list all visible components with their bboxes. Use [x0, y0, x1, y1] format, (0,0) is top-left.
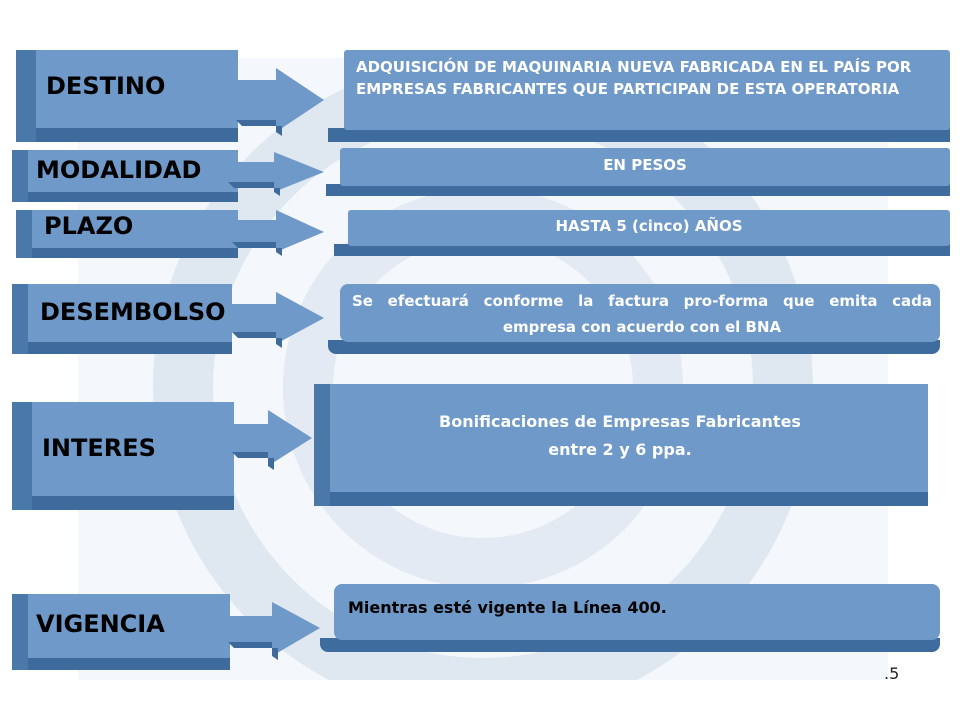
label-block-modalidad: MODALIDAD: [12, 150, 238, 202]
value-box-vigencia: Mientras esté vigente la Línea 400.: [320, 584, 940, 652]
arrow-right-icon: [236, 68, 324, 136]
arrow-right-icon: [232, 292, 324, 348]
value-box-desembolso: Se efectuará conforme la factura pro-for…: [328, 284, 940, 354]
value-box-modalidad: EN PESOS: [326, 148, 950, 196]
value-box-plazo: HASTA 5 (cinco) AÑOS: [334, 210, 950, 256]
arrow-right-icon: [232, 210, 324, 256]
arrow-right-icon: [228, 602, 320, 660]
label-block-plazo: PLAZO: [16, 210, 238, 258]
value-interes-line2: entre 2 y 6 ppa.: [548, 440, 692, 459]
label-modalidad: MODALIDAD: [36, 156, 202, 184]
value-desembolso: Se efectuará conforme la factura pro-for…: [352, 292, 932, 336]
value-box-interes: Bonificaciones de Empresas Fabricantes e…: [314, 384, 928, 506]
value-interes-line1: Bonificaciones de Empresas Fabricantes: [439, 412, 801, 431]
label-desembolso: DESEMBOLSO: [40, 298, 226, 326]
label-plazo: PLAZO: [44, 212, 134, 240]
label-block-destino: DESTINO: [16, 50, 238, 142]
label-block-desembolso: DESEMBOLSO: [12, 284, 232, 354]
page-number: .5: [884, 664, 900, 683]
value-vigencia: Mientras esté vigente la Línea 400.: [348, 598, 667, 617]
value-plazo: HASTA 5 (cinco) AÑOS: [555, 217, 743, 235]
arrow-right-icon: [232, 410, 312, 470]
label-block-interes: INTERES: [12, 402, 234, 510]
value-destino: ADQUISICIÓN DE MAQUINARIA NUEVA FABRICAD…: [356, 58, 912, 98]
arrow-right-icon: [228, 152, 324, 196]
value-modalidad: EN PESOS: [603, 156, 687, 174]
label-destino: DESTINO: [46, 72, 166, 100]
label-block-vigencia: VIGENCIA: [12, 594, 230, 670]
value-box-destino: ADQUISICIÓN DE MAQUINARIA NUEVA FABRICAD…: [328, 50, 950, 142]
label-interes: INTERES: [42, 434, 156, 462]
label-vigencia: VIGENCIA: [36, 610, 165, 638]
